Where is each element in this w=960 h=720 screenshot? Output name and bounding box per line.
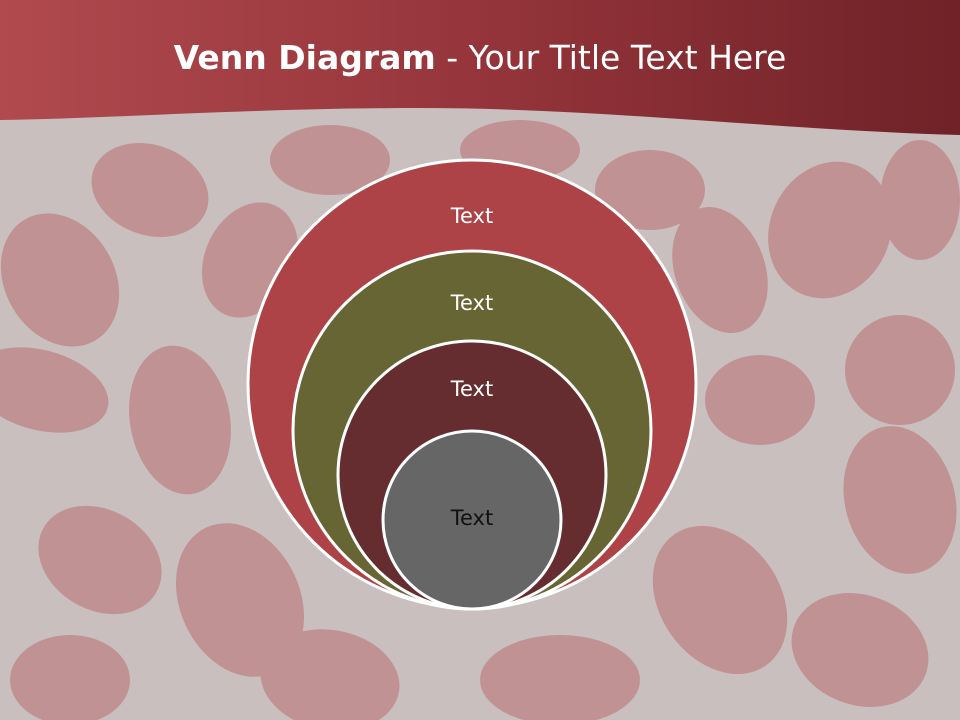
circle-label-1: Text xyxy=(450,204,493,228)
slide-title-rest: - Your Title Text Here xyxy=(435,38,787,77)
slide-title-bold: Venn Diagram xyxy=(173,38,436,77)
slide-title: Venn Diagram - Your Title Text Here xyxy=(0,38,960,77)
header-band xyxy=(0,0,960,135)
circle-label-2: Text xyxy=(450,291,493,315)
circle-level-4 xyxy=(381,429,563,611)
circle-label-4: Text xyxy=(450,506,493,530)
circle-label-3: Text xyxy=(450,377,493,401)
